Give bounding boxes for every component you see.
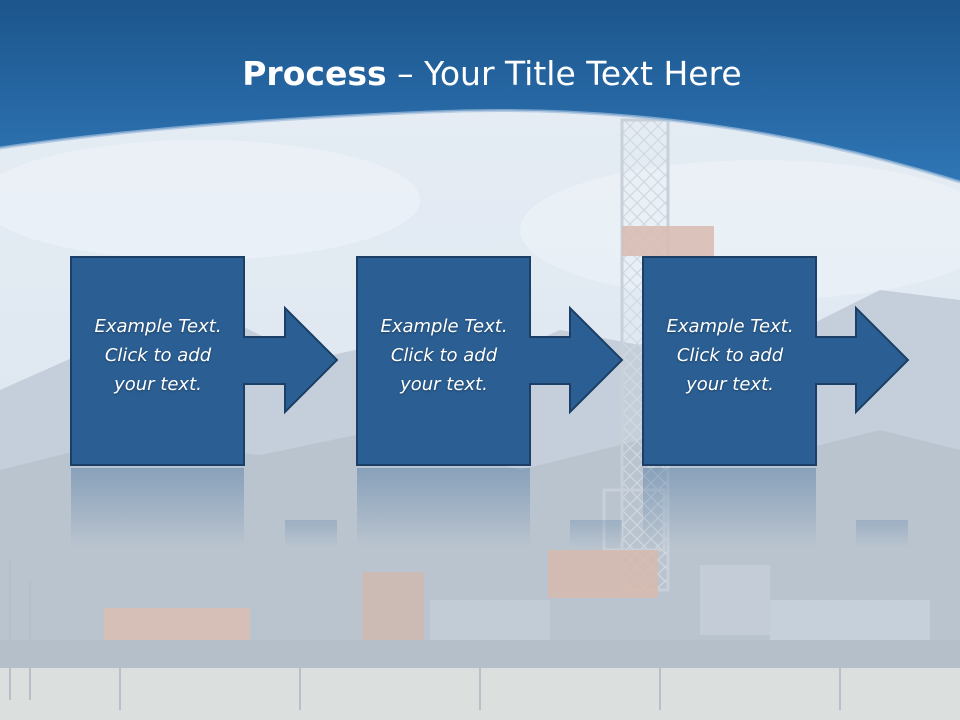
- step-3-shape: [642, 256, 910, 548]
- step-3-text[interactable]: Example Text. Click to add your text.: [666, 316, 794, 395]
- header-banner: [0, 0, 960, 182]
- slide-title[interactable]: Process – Your Title Text Here: [0, 54, 960, 94]
- step-1-text[interactable]: Example Text. Click to add your text.: [94, 316, 222, 395]
- title-bold-part: Process: [242, 54, 387, 93]
- step-2-text[interactable]: Example Text. Click to add your text.: [380, 316, 508, 395]
- title-rest-part: – Your Title Text Here: [386, 54, 742, 93]
- step-1-shape: [70, 256, 339, 548]
- step-2-shape: [356, 256, 624, 548]
